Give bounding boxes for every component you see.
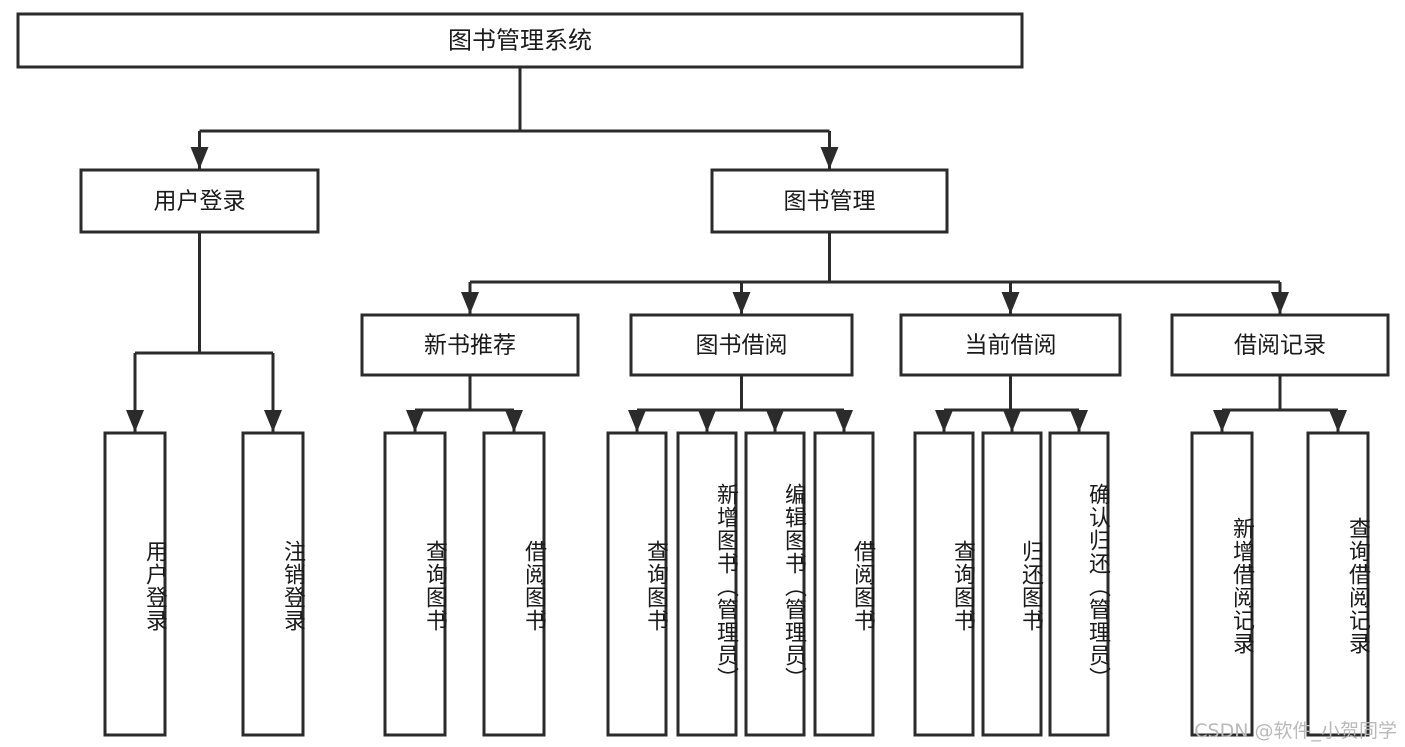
node-box-user-login bbox=[79, 168, 320, 234]
node-box-new-book-recommend bbox=[360, 313, 580, 377]
node-leaf-return-book[interactable] bbox=[981, 431, 1043, 737]
arrow-head-leaf-edit-book-admin bbox=[766, 410, 784, 432]
node-leaf-user-logout[interactable] bbox=[241, 431, 305, 737]
watermark-text: CSDN @软件_小贺同学 bbox=[1194, 720, 1397, 742]
node-leaf-query-book-borrow[interactable] bbox=[606, 431, 668, 737]
node-box-book-manage bbox=[710, 168, 949, 234]
node-box-leaf-borrow-book-rec bbox=[482, 431, 546, 737]
node-box-leaf-user-login bbox=[103, 431, 167, 737]
arrow-head-leaf-confirm-return-admin bbox=[1070, 410, 1088, 432]
arrow-head-leaf-user-logout bbox=[264, 410, 282, 432]
node-label-borrow-record: 借阅记录 bbox=[1234, 333, 1326, 359]
arrow-head-leaf-query-borrow-record bbox=[1329, 410, 1347, 432]
node-box-leaf-add-borrow-record bbox=[1190, 431, 1254, 737]
node-box-leaf-query-book-current bbox=[913, 431, 975, 737]
node-leaf-query-book-current[interactable] bbox=[913, 431, 975, 737]
node-leaf-edit-book-admin[interactable] bbox=[744, 431, 806, 737]
node-leaf-query-borrow-record[interactable] bbox=[1306, 431, 1370, 737]
arrow-head-new-book-recommend bbox=[461, 292, 479, 314]
arrow-head-leaf-add-book-admin bbox=[698, 410, 716, 432]
node-box-leaf-edit-book-admin bbox=[744, 431, 806, 737]
arrow-head-book-manage bbox=[820, 147, 839, 169]
node-box-root bbox=[16, 12, 1024, 69]
node-box-leaf-query-borrow-record bbox=[1306, 431, 1370, 737]
arrow-head-user-login bbox=[190, 147, 209, 169]
node-borrow-record[interactable]: 借阅记录 bbox=[1170, 313, 1390, 377]
node-box-book-borrow bbox=[629, 313, 854, 377]
node-new-book-recommend[interactable]: 新书推荐 bbox=[360, 313, 580, 377]
node-book-manage[interactable]: 图书管理 bbox=[710, 168, 949, 234]
node-box-leaf-return-book bbox=[981, 431, 1043, 737]
node-root[interactable]: 图书管理系统 bbox=[16, 12, 1024, 69]
arrow-head-leaf-query-book-borrow bbox=[628, 410, 646, 432]
node-box-borrow-record bbox=[1170, 313, 1390, 377]
node-user-login[interactable]: 用户登录 bbox=[79, 168, 320, 234]
arrow-head-book-borrow bbox=[732, 292, 751, 314]
node-label-current-borrow: 当前借阅 bbox=[965, 333, 1057, 359]
node-leaf-add-book-admin[interactable] bbox=[676, 431, 738, 737]
node-label-user-login: 用户登录 bbox=[154, 189, 246, 215]
node-box-leaf-confirm-return-admin bbox=[1048, 431, 1110, 737]
node-leaf-query-book-rec[interactable] bbox=[383, 431, 447, 737]
arrow-head-leaf-user-login bbox=[126, 410, 144, 432]
arrow-head-borrow-record bbox=[1271, 292, 1289, 314]
node-current-borrow[interactable]: 当前借阅 bbox=[899, 313, 1122, 377]
node-label-root: 图书管理系统 bbox=[448, 27, 592, 55]
node-leaf-add-borrow-record[interactable] bbox=[1190, 431, 1254, 737]
node-leaf-borrow-book[interactable] bbox=[813, 431, 875, 737]
node-book-borrow[interactable]: 图书借阅 bbox=[629, 313, 854, 377]
node-box-leaf-borrow-book bbox=[813, 431, 875, 737]
node-leaf-borrow-book-rec[interactable] bbox=[482, 431, 546, 737]
arrow-head-leaf-borrow-book-rec bbox=[505, 410, 523, 432]
arrow-head-current-borrow bbox=[1001, 292, 1020, 314]
node-box-leaf-query-book-borrow bbox=[606, 431, 668, 737]
arrow-head-leaf-return-book bbox=[1003, 410, 1021, 432]
node-box-leaf-add-book-admin bbox=[676, 431, 738, 737]
node-leaf-user-login[interactable] bbox=[103, 431, 167, 737]
node-leaf-confirm-return-admin[interactable] bbox=[1048, 431, 1110, 737]
node-box-leaf-query-book-rec bbox=[383, 431, 447, 737]
arrow-head-leaf-add-borrow-record bbox=[1213, 410, 1231, 432]
arrow-head-leaf-query-book-current bbox=[935, 410, 953, 432]
arrow-head-leaf-query-book-rec bbox=[406, 410, 424, 432]
arrow-head-leaf-borrow-book bbox=[835, 410, 853, 432]
node-box-leaf-user-logout bbox=[241, 431, 305, 737]
node-label-book-manage: 图书管理 bbox=[784, 189, 876, 215]
edge-layer bbox=[126, 67, 1347, 432]
node-box-current-borrow bbox=[899, 313, 1122, 377]
node-label-new-book-recommend: 新书推荐 bbox=[424, 333, 516, 359]
node-label-book-borrow: 图书借阅 bbox=[696, 333, 788, 359]
